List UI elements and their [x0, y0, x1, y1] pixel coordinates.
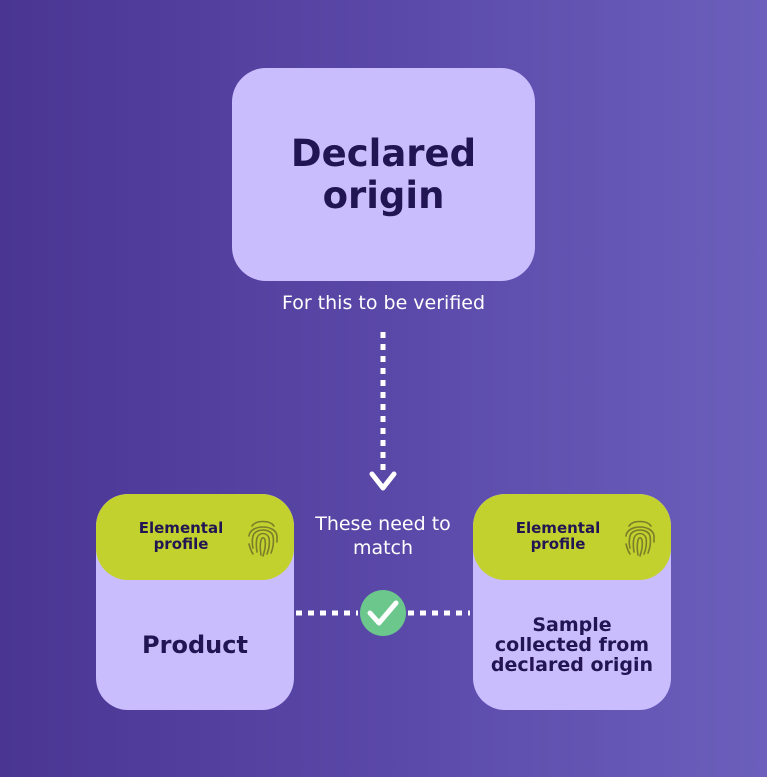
product-card-body: Product	[142, 631, 248, 659]
check-circle-icon	[360, 590, 406, 636]
match-caption: These need to match	[315, 513, 451, 559]
fingerprint-icon	[248, 520, 278, 557]
product-elemental-profile: Elemental profile	[96, 494, 294, 580]
declared-origin-title: Declared origin	[290, 131, 477, 217]
sample-profile-label: Elemental profile	[515, 519, 601, 553]
sample-card-body: Sample collected from declared origin	[490, 614, 654, 676]
checkmark-icon	[367, 600, 399, 626]
declared-origin-box: Declared origin	[232, 68, 535, 281]
sample-elemental-profile: Elemental profile	[473, 494, 671, 580]
verify-caption: For this to be verified	[281, 292, 486, 314]
product-profile-label: Elemental profile	[138, 519, 224, 553]
fingerprint-icon	[625, 520, 655, 557]
sample-card: Elemental profile Sample collected from …	[473, 494, 671, 710]
product-card: Elemental profile Product	[96, 494, 294, 710]
arrow-down-icon	[369, 471, 397, 491]
